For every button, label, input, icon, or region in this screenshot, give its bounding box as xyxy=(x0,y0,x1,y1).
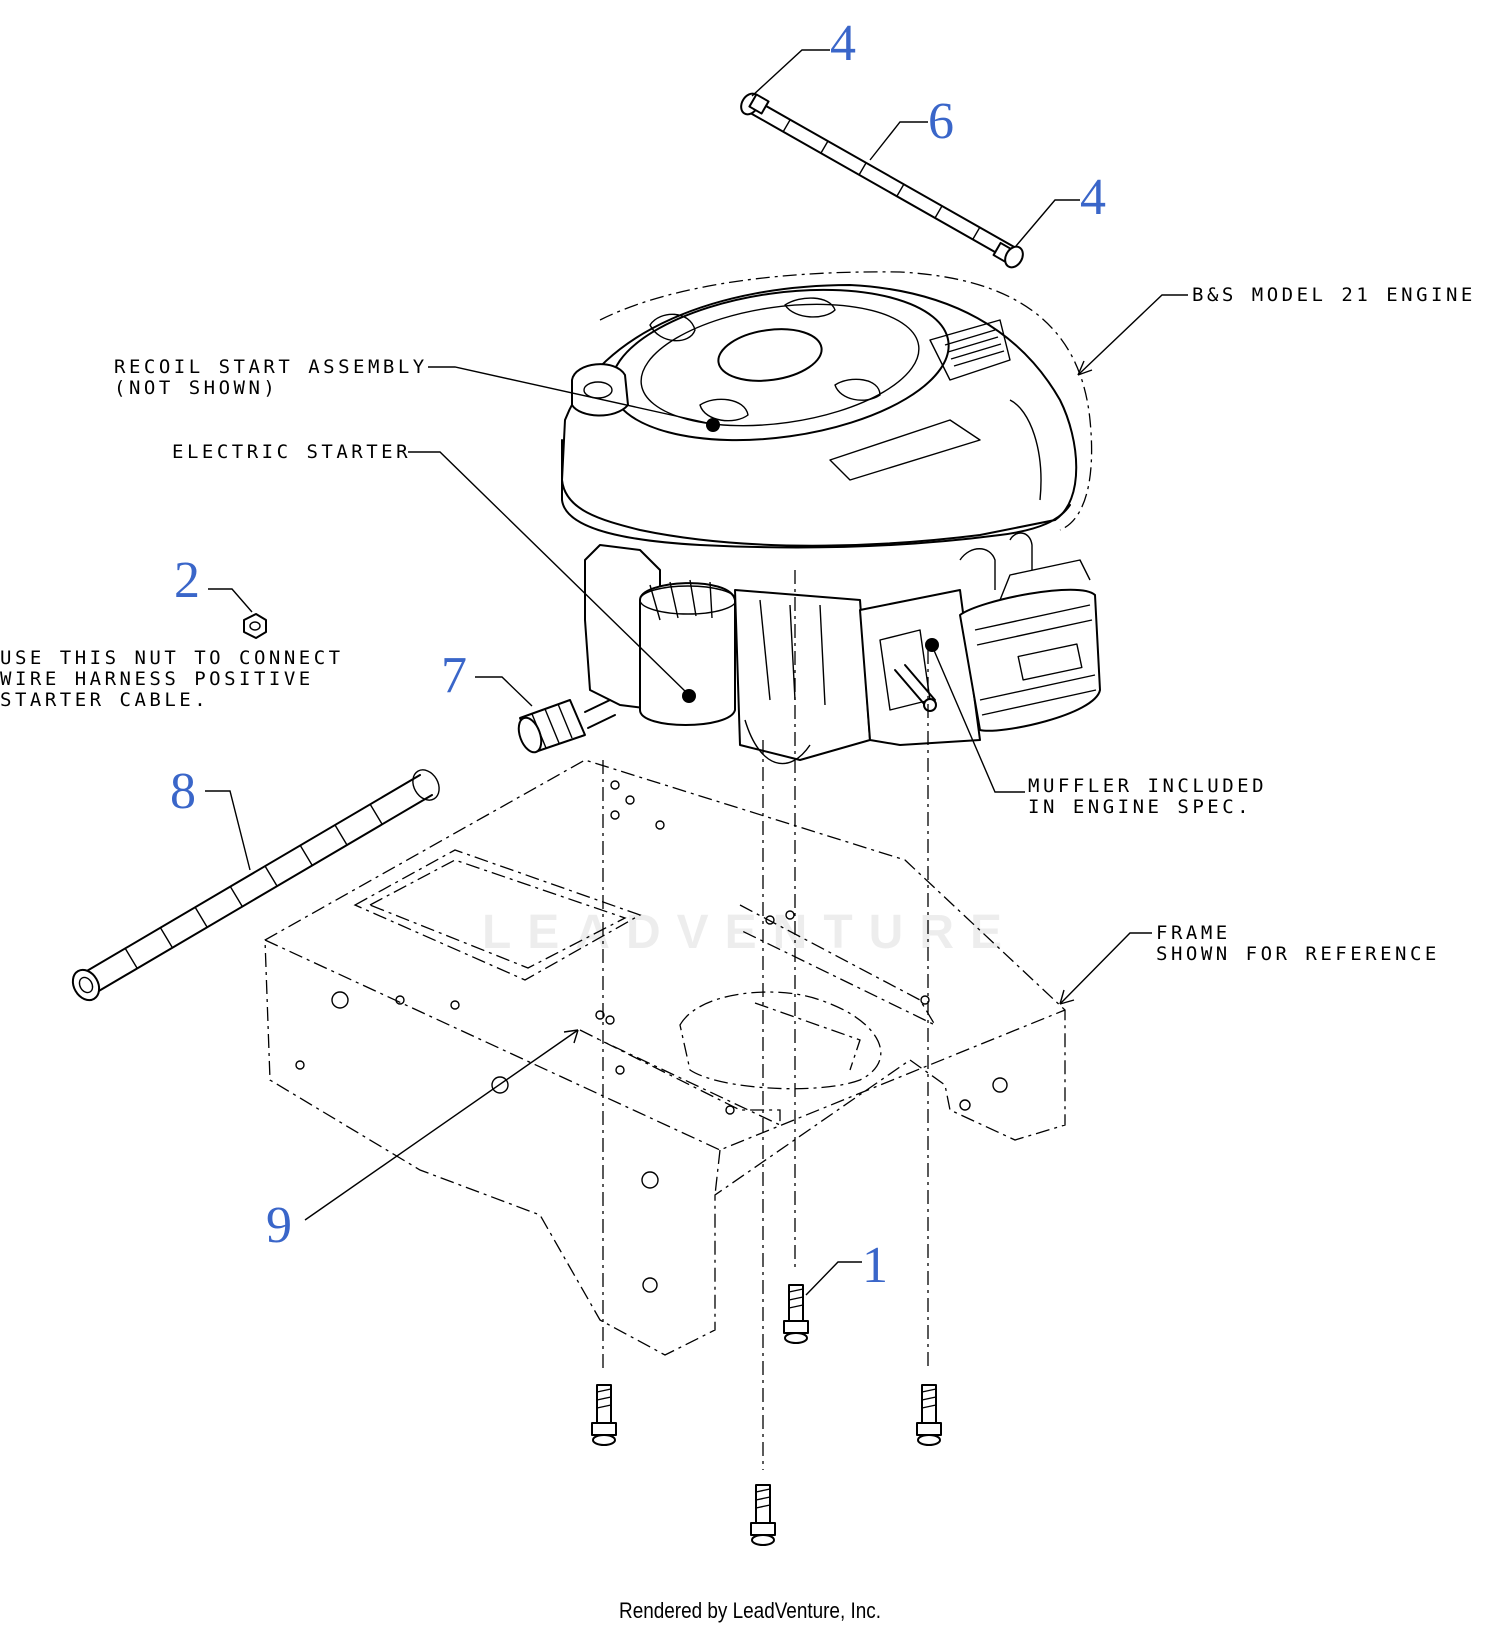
note-nut-usage: USE THIS NUT TO CONNECT WIRE HARNESS POS… xyxy=(0,647,344,711)
note-muffler: MUFFLER INCLUDED IN ENGINE SPEC. xyxy=(1028,775,1268,818)
callout-6[interactable]: 6 xyxy=(928,93,954,150)
recoil-marker-dot xyxy=(706,418,720,432)
callout-9[interactable]: 9 xyxy=(266,1197,292,1254)
part-8-tube xyxy=(71,769,440,1002)
note-engine-model: B&S MODEL 21 ENGINE xyxy=(1192,284,1476,306)
callout-4-right[interactable]: 4 xyxy=(1080,169,1106,226)
bolt-right xyxy=(916,1384,942,1446)
part-4-cap-top xyxy=(740,92,770,116)
assembly-centerlines xyxy=(602,570,929,1470)
engine-body xyxy=(561,271,1093,549)
part-4-cap-right xyxy=(992,241,1024,269)
watermark: LEADVENTURE xyxy=(481,906,1019,959)
callout-8[interactable]: 8 xyxy=(170,763,196,820)
footer-credit: Rendered by LeadVenture, Inc. xyxy=(619,1598,881,1623)
note-recoil-start: RECOIL START ASSEMBLY (NOT SHOWN) xyxy=(114,356,428,399)
note-frame: FRAME SHOWN FOR REFERENCE xyxy=(1156,922,1440,965)
callout-2[interactable]: 2 xyxy=(174,552,200,609)
callout-1[interactable]: 1 xyxy=(862,1237,888,1294)
bolt-left xyxy=(591,1384,617,1446)
frame-plate xyxy=(264,759,1066,1356)
engine-block xyxy=(584,532,1033,765)
part-2-nut xyxy=(243,613,267,639)
bolt-center xyxy=(750,1484,776,1546)
part-7-connector xyxy=(517,699,616,754)
part-6-shaft xyxy=(744,97,1017,261)
note-electric-starter: ELECTRIC STARTER xyxy=(172,441,412,463)
muffler xyxy=(959,559,1101,732)
muffler-marker-dot xyxy=(925,638,939,652)
callout-4-top[interactable]: 4 xyxy=(830,15,856,72)
part-1-bolt xyxy=(783,1284,809,1344)
callout-7[interactable]: 7 xyxy=(441,647,467,704)
leader-lines xyxy=(205,49,1188,1296)
